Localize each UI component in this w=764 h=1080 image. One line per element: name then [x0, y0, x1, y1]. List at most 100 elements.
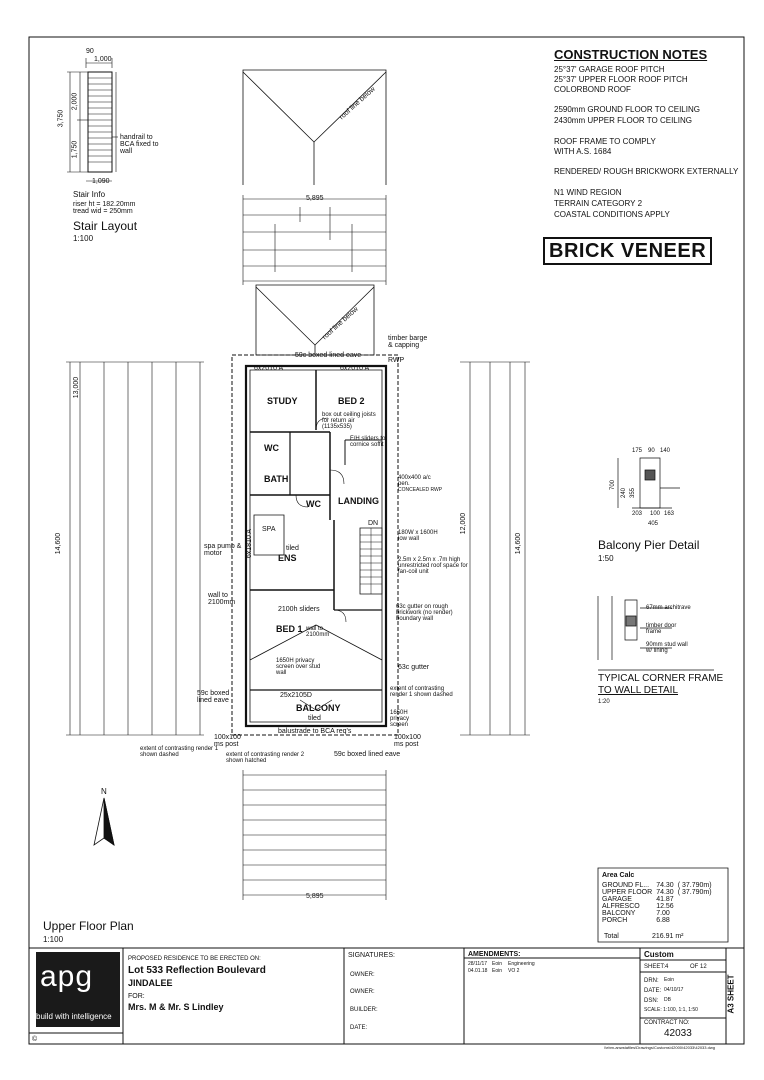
corner-note: 67mm architrave [646, 605, 691, 611]
area-name: ALFRESCO [602, 903, 640, 910]
render2-note: extent of contrasting render 2 shown hat… [226, 752, 305, 764]
corner-note: 90mm stud wall w/ lining [646, 642, 688, 654]
area-value: 12.56 [656, 903, 674, 910]
note-line: ROOF FRAME TO COMPLY [554, 137, 656, 146]
area-name: GARAGE [602, 896, 632, 903]
stair-dim: 3,750 [57, 109, 65, 128]
owner-signature-field[interactable]: OWNER: [350, 989, 375, 995]
window-label: 25x2105D [280, 692, 312, 699]
balcony-pier-drawing [618, 458, 680, 508]
stair-info-title: Stair Info [73, 190, 106, 199]
area-value: 41.87 [656, 896, 674, 903]
render1-note: extent of contrasting render 1 shown das… [390, 686, 453, 698]
note-line: COASTAL CONDITIONS APPLY [554, 210, 670, 219]
privacy-screen-label: 1650H privacy screen [390, 710, 410, 728]
balcony-pier-scale: 1:50 [598, 554, 614, 563]
stair-layout-drawing [67, 58, 118, 181]
dsn-value: DB [664, 997, 671, 1003]
north-label: N [101, 787, 107, 796]
area-extra: ( 37.790m) [677, 889, 712, 896]
stair-dn: DN [368, 520, 379, 527]
lot-address: Lot 533 Reflection Boulevard [128, 965, 266, 976]
concealed-rwp: CONCEALED RWP [398, 487, 443, 493]
corner-frame-scale: 1:20 [598, 699, 610, 705]
stair-layout-title: Stair Layout [73, 219, 138, 233]
room-bed1: BED 1 [276, 624, 303, 634]
area-row: ALFRESCO 12.56 [600, 903, 714, 910]
sliders-note: 2100h sliders [278, 606, 320, 613]
area-value: 6.88 [656, 917, 670, 924]
note-line: RENDERED/ ROUGH BRICKWORK EXTERNALLY [554, 167, 739, 176]
plan-title: Upper Floor Plan [43, 919, 134, 933]
amend-by: Eoin [492, 961, 503, 967]
area-value: 74.30 [656, 889, 674, 896]
gutter2-note: 63c gutter [398, 664, 430, 671]
area-calc-box [598, 868, 728, 942]
file-path: \\ebm-anwstafiles\Drawings\Customs\42000… [604, 1045, 715, 1050]
sheet-of: OF 12 [690, 964, 707, 970]
room-balcony: BALCONY [296, 703, 341, 713]
area-extra [676, 910, 714, 917]
room-ens: ENS [278, 553, 297, 563]
fh-sliders-note: F/H sliders to cornice soffit [350, 436, 386, 448]
overall-bottom-dim: 5,895 [306, 893, 324, 900]
for-label: FOR: [128, 993, 145, 1000]
note-line: 2430mm UPPER FLOOR TO CEILING [554, 116, 692, 125]
pier-dim: 355 [630, 487, 637, 499]
corner-frame-drawing [598, 596, 714, 670]
builder-signature-field[interactable]: BUILDER: [350, 1007, 378, 1013]
pier-dim: 90 [648, 448, 655, 454]
balcony-pier-title: Balcony Pier Detail [598, 538, 700, 552]
timber-barge-note: timber barge & capping [388, 335, 428, 349]
handrail-note: handrail to BCA fixed to wall [120, 134, 159, 155]
pier-dim: 175 [632, 448, 643, 454]
stair-dim: 2,000 [71, 92, 79, 111]
area-name: PORCH [602, 917, 628, 924]
corner-note: timber door frame [646, 623, 677, 635]
contract-label: CONTRACT NO: [644, 1020, 690, 1026]
scale-label: SCALE: 1:100, 1:1, 1:50 [644, 1007, 698, 1013]
overall-top-dim: 5,895 [306, 195, 324, 202]
stair-layout-scale: 1:100 [73, 234, 94, 243]
spa-label: SPA [262, 526, 276, 533]
brick-veneer-label: BRICK VENEER [543, 237, 713, 265]
area-extra [676, 903, 714, 910]
room-wc2: WC [306, 499, 321, 509]
note-line: 2590mm GROUND FLOOR TO CEILING [554, 105, 700, 114]
area-name: GROUND FL... [602, 882, 650, 889]
note-line: WITH A.S. 1684 [554, 147, 612, 156]
pier-dim: 405 [648, 521, 659, 527]
floor-plan [232, 355, 398, 735]
room-landing: LANDING [338, 496, 379, 506]
date-signature-field[interactable]: DATE: [350, 1025, 368, 1031]
area-extra: ( 37.790m) [677, 882, 712, 889]
area-name: BALCONY [602, 910, 636, 917]
sheet-number: SHEET:4 [644, 964, 669, 970]
tiled-label: tiled [308, 715, 321, 722]
stair-dim: 1,750 [71, 140, 79, 159]
company-logo: apg [40, 960, 94, 993]
area-total-value: 216.91 m² [652, 933, 684, 940]
amend-desc: Engineering [508, 961, 535, 967]
amend-desc: VO 2 [508, 968, 520, 974]
fan-coil-note: 2.5m x 2.5m x .7m high unrestricted roof… [398, 557, 468, 575]
rwp-label: RWP [388, 357, 405, 364]
room-wc: WC [264, 443, 279, 453]
owner-signature-field[interactable]: OWNER: [350, 972, 375, 978]
area-value: 74.30 [656, 882, 674, 889]
contract-number: 42033 [664, 1028, 692, 1039]
spa-pump-note: spa pump & motor [204, 543, 242, 557]
ms-post-left: 100x100 ms post [214, 734, 241, 748]
room-bed2: BED 2 [338, 396, 365, 406]
date-label: DATE: [644, 988, 662, 994]
area-row: BALCONY 7.00 [600, 910, 714, 917]
roof-outline [243, 70, 386, 185]
area-value: 7.00 [656, 910, 670, 917]
pier-dim: 700 [610, 479, 617, 491]
bottom-dimensions [243, 770, 386, 900]
overall-left-dim: 14,600 [55, 532, 63, 555]
boxed-eave-left: 59c boxed lined eave [197, 690, 230, 704]
plan-scale: 1:100 [43, 935, 64, 944]
window-label: 6x1810 A [246, 528, 254, 559]
